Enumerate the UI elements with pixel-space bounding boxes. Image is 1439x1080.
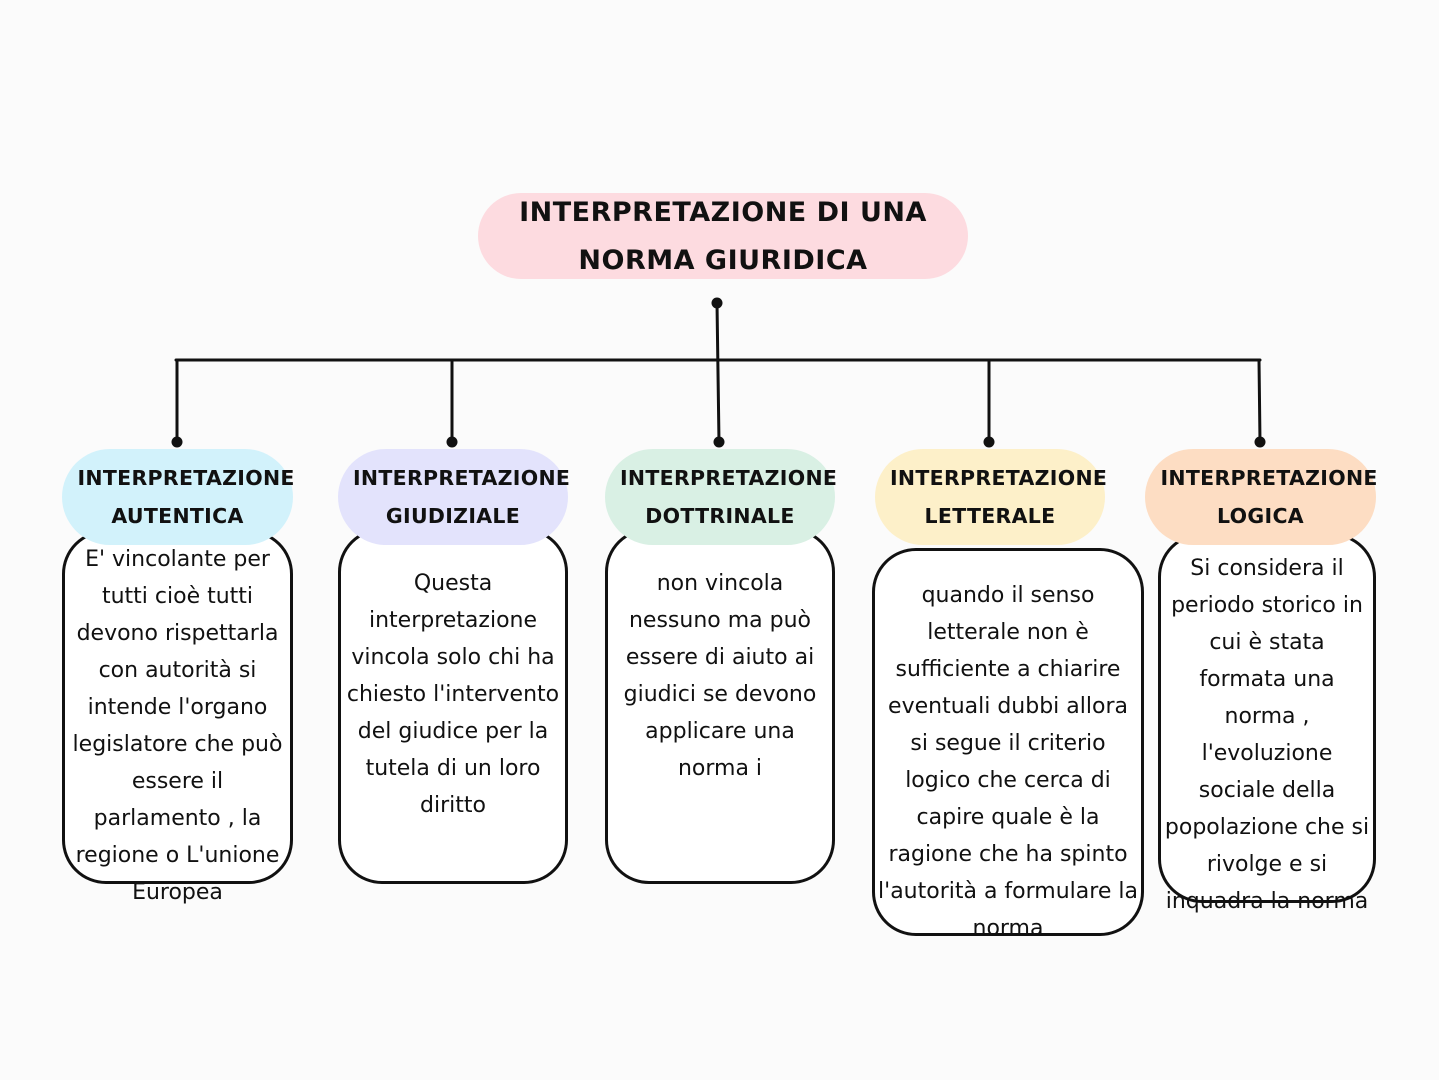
- text-letterale: quando il senso letterale non è sufficie…: [878, 583, 1138, 941]
- text-giudiziale: Questa interpretazione vincola solo chi …: [346, 571, 560, 818]
- dot-autentica: [171, 436, 183, 448]
- dot-letterale: [983, 436, 995, 448]
- root-node: INTERPRETAZIONE DI UNA NORMA GIURIDICA: [478, 193, 968, 279]
- box-dottrinale: non vincola nessuno ma può essere di aiu…: [605, 528, 835, 884]
- dot-giudiziale: [446, 436, 458, 448]
- title-giudiziale: INTERPRETAZIONE GIUDIZIALE: [353, 466, 571, 528]
- branch-logica: [1257, 358, 1262, 444]
- root-dot: [711, 297, 723, 309]
- box-letterale: quando il senso letterale non è sufficie…: [872, 548, 1144, 941]
- pill-logica: INTERPRETAZIONE LOGICA: [1145, 449, 1378, 545]
- dot-dottrinale: [713, 436, 725, 448]
- text-dottrinale: non vincola nessuno ma può essere di aiu…: [623, 571, 817, 781]
- root-stem: [715, 301, 721, 444]
- title-logica: INTERPRETAZIONE LOGICA: [1160, 466, 1378, 528]
- pill-giudiziale: INTERPRETAZIONE GIUDIZIALE: [338, 449, 571, 545]
- box-giudiziale: Questa interpretazione vincola solo chi …: [338, 528, 568, 884]
- box-logica: Si considera il periodo storico in cui è…: [1158, 533, 1376, 914]
- pill-dottrinale: INTERPRETAZIONE DOTTRINALE: [605, 449, 838, 545]
- title-letterale: INTERPRETAZIONE LETTERALE: [890, 466, 1108, 528]
- text-autentica: E' vincolante per tutti cioè tutti devon…: [72, 547, 283, 905]
- pill-autentica: INTERPRETAZIONE AUTENTICA: [62, 449, 295, 545]
- text-logica: Si considera il periodo storico in cui è…: [1164, 556, 1370, 914]
- title-autentica: INTERPRETAZIONE AUTENTICA: [77, 466, 295, 528]
- root-label: INTERPRETAZIONE DI UNA NORMA GIURIDICA: [519, 197, 927, 276]
- title-dottrinale: INTERPRETAZIONE DOTTRINALE: [620, 466, 838, 528]
- box-autentica: E' vincolante per tutti cioè tutti devon…: [62, 530, 293, 905]
- dot-logica: [1254, 436, 1266, 448]
- pill-letterale: INTERPRETAZIONE LETTERALE: [875, 449, 1108, 545]
